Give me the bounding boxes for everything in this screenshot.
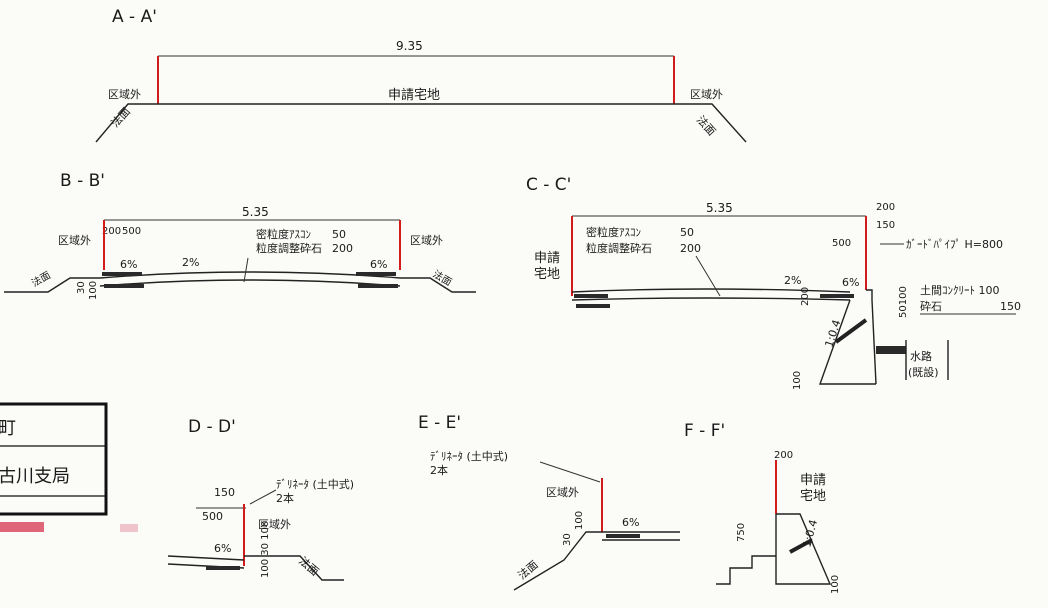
bb-pave2: 粒度調整砕石 bbox=[256, 241, 322, 255]
title-block-row1: 町 bbox=[0, 418, 16, 439]
ee-slope: 法面 bbox=[515, 557, 541, 582]
bb-pct-right: 6% bbox=[370, 258, 387, 271]
cc-gravel: 砕石 bbox=[920, 299, 942, 313]
bb-dim-30: 30 bbox=[76, 281, 87, 294]
ee-delineator: ﾃﾞﾘﾈｰﾀ (土中式) bbox=[430, 450, 508, 463]
bb-slope-left: 法面 bbox=[29, 268, 53, 289]
cc-slope-ratio: 1:0.4 bbox=[822, 318, 843, 349]
aa-slope-right: 法面 bbox=[694, 113, 719, 139]
bb-pct-center: 2% bbox=[182, 256, 199, 269]
dd-delineator: ﾃﾞﾘﾈｰﾀ (土中式) bbox=[276, 478, 354, 491]
cc-pave1: 密粒度ｱｽｺﾝ bbox=[586, 225, 641, 239]
aa-out-left: 区域外 bbox=[108, 88, 141, 101]
ee-pct-6: 6% bbox=[622, 516, 639, 529]
ff-dim-750: 750 bbox=[736, 523, 747, 542]
section-bb-title: B - B' bbox=[60, 171, 105, 191]
stamp-mark bbox=[0, 522, 44, 532]
bb-out-left: 区域外 bbox=[58, 234, 91, 247]
bb-dim-500: 500 bbox=[122, 226, 141, 237]
bb-pct-left: 6% bbox=[120, 258, 137, 271]
bb-out-right: 区域外 bbox=[410, 234, 443, 247]
section-aa: A - A' 9.35 区域外 区域外 申請宅地 法面 法面 bbox=[95, 7, 747, 143]
cc-guard-pipe: ｶﾞｰﾄﾞﾊﾟｲﾌﾟ H=800 bbox=[906, 238, 1003, 251]
cc-dim-50100: 50100 bbox=[898, 286, 909, 318]
bb-width-dim: 5.35 bbox=[242, 205, 269, 219]
cc-width-dim: 5.35 bbox=[706, 201, 733, 215]
title-block-row2: 古川支局 bbox=[0, 466, 70, 487]
title-block: 町 古川支局 bbox=[0, 402, 138, 532]
cc-dim-200: 200 bbox=[876, 202, 895, 213]
section-dd: D - D' 150 500 ﾃﾞﾘﾈｰﾀ (土中式) 2本 区域外 6% 法面… bbox=[167, 417, 354, 581]
cc-pct-6: 6% bbox=[842, 276, 859, 289]
dd-count: 2本 bbox=[276, 491, 294, 505]
dd-dim-500: 500 bbox=[202, 510, 223, 523]
dd-dim-150: 150 bbox=[214, 486, 235, 499]
cc-applicant-2: 宅地 bbox=[534, 267, 560, 282]
bb-pave1: 密粒度ｱｽｺﾝ bbox=[256, 227, 311, 241]
section-ff: F - F' 200 申請 宅地 750 1:0.4 100 bbox=[684, 421, 841, 594]
section-cc: C - C' 5.35 200 150 500 申請 宅地 密粒度ｱｽｺﾝ 50… bbox=[526, 175, 1021, 390]
aa-slope-left: 法面 bbox=[108, 104, 133, 130]
cc-dim-100: 100 bbox=[792, 371, 803, 390]
aa-out-right: 区域外 bbox=[690, 88, 723, 101]
cc-dim-500: 500 bbox=[832, 238, 851, 249]
dd-dims: 100 30 100 bbox=[260, 521, 271, 578]
cc-concrete: 土間ｺﾝｸﾘｰﾄ 100 bbox=[920, 284, 1000, 297]
bb-pave2-val: 200 bbox=[332, 242, 353, 255]
aa-center-label: 申請宅地 bbox=[388, 88, 440, 103]
cc-applicant-1: 申請 bbox=[534, 251, 560, 266]
section-ee: E - E' ﾃﾞﾘﾈｰﾀ (土中式) 2本 区域外 6% 法面 30 100 bbox=[418, 413, 680, 591]
section-ff-title: F - F' bbox=[684, 421, 725, 441]
bb-slope-right: 法面 bbox=[431, 267, 455, 288]
cc-dim-150: 150 bbox=[876, 220, 895, 231]
section-ee-title: E - E' bbox=[418, 413, 461, 433]
ff-applicant-1: 申請 bbox=[800, 473, 826, 488]
cc-waterway-1: 水路 bbox=[910, 350, 932, 363]
cc-waterway-2: (既設) bbox=[908, 365, 939, 379]
ee-out: 区域外 bbox=[546, 486, 579, 499]
cc-pave1-val: 50 bbox=[680, 226, 694, 239]
dd-pct-6: 6% bbox=[214, 542, 231, 555]
cc-pave2-val: 200 bbox=[680, 242, 701, 255]
section-cc-title: C - C' bbox=[526, 175, 571, 195]
cc-gravel-val: 150 bbox=[1000, 300, 1021, 313]
aa-width-dim: 9.35 bbox=[396, 39, 423, 53]
section-dd-title: D - D' bbox=[188, 417, 236, 437]
ff-dim-200: 200 bbox=[774, 450, 793, 461]
cc-pave2: 粒度調整砕石 bbox=[586, 241, 652, 255]
cc-dim-200v: 200 bbox=[800, 287, 811, 306]
section-bb: B - B' 5.35 200 500 区域外 区域外 密粒度ｱｽｺﾝ 50 粒… bbox=[4, 171, 476, 300]
cc-pct-2: 2% bbox=[784, 274, 801, 287]
bb-dim-100: 100 bbox=[88, 281, 99, 300]
ee-dim-100: 100 bbox=[574, 511, 585, 530]
dd-out: 区域外 bbox=[258, 518, 291, 531]
bb-pave1-val: 50 bbox=[332, 228, 346, 241]
bb-dim-200: 200 bbox=[102, 226, 121, 237]
ee-dim-30: 30 bbox=[562, 533, 573, 546]
ff-dim-100: 100 bbox=[830, 575, 841, 594]
section-aa-title: A - A' bbox=[112, 7, 157, 27]
ff-applicant-2: 宅地 bbox=[800, 489, 826, 504]
ee-count: 2本 bbox=[430, 463, 448, 477]
